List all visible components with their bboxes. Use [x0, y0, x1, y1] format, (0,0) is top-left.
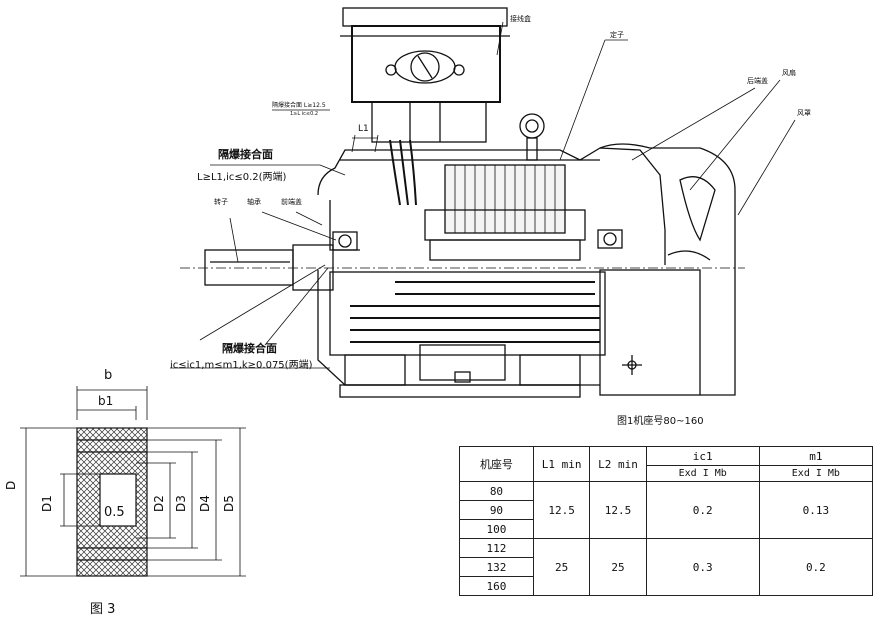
label-fan-cover: 风罩 — [797, 109, 811, 117]
frame-cell: 90 — [459, 500, 534, 520]
label-L1: L1 — [358, 124, 369, 134]
fan-cover-shape — [599, 143, 736, 396]
label-flamepath-title-2: 隔爆接合面 — [222, 342, 277, 355]
subheader-m1: Exd I Mb — [758, 465, 874, 482]
header-L2: L2 min — [589, 446, 647, 482]
L1-cell: 12.5 — [532, 481, 591, 539]
frame-cell: 80 — [459, 481, 534, 501]
label-fig1-caption: 图1机座号80~160 — [617, 416, 704, 427]
ic1-cell: 0.3 — [645, 538, 760, 596]
leader-lines — [170, 21, 796, 369]
label-front-end-cover: 前端盖 — [281, 198, 302, 206]
frame-lower-shape — [317, 269, 701, 398]
label-flamepath-top-2: 1≥L ic≤0.2 — [290, 111, 319, 117]
dim-D2: D2 — [152, 495, 166, 512]
header-frame: 机座号 — [459, 446, 534, 482]
label-rear-end-cover: 后端盖 — [747, 77, 768, 85]
header-L1: L1 min — [532, 446, 591, 482]
subheader-ic1: Exd I Mb — [645, 465, 760, 482]
spec-table: 机座号 L1 min L2 min ic1 m1 Exd I Mb Exd I … — [459, 446, 874, 596]
L2-cell: 25 — [589, 538, 647, 596]
dim-b1: b1 — [98, 394, 114, 408]
label-flamepath-top-1: 隔爆接合面 L≥12.5 — [272, 102, 326, 109]
label-fig3-caption: 图 3 — [90, 602, 116, 617]
dim-05: 0.5 — [104, 505, 125, 520]
frame-cell: 132 — [459, 557, 534, 577]
frame-cell: 100 — [459, 519, 534, 539]
label-shaft: 转子 — [214, 198, 228, 206]
L1-cell: 25 — [532, 538, 591, 596]
shaft-shape — [204, 244, 334, 291]
dim-D3: D3 — [174, 495, 188, 512]
dim-b: b — [104, 368, 113, 383]
junction-box-shape — [340, 7, 510, 143]
dim-D5: D5 — [222, 495, 236, 512]
frame-shape — [317, 113, 666, 265]
dim-D: D — [4, 480, 18, 490]
dim-D1: D1 — [40, 495, 54, 512]
label-flamepath-title-1: 隔爆接合面 — [218, 148, 273, 161]
fig3-section — [20, 386, 246, 577]
frame-cell: 112 — [459, 538, 534, 558]
L2-cell: 12.5 — [589, 481, 647, 539]
label-bearing: 轴承 — [247, 198, 261, 206]
label-stator: 定子 — [610, 31, 624, 39]
m1-cell: 0.2 — [758, 538, 874, 596]
m1-cell: 0.13 — [758, 481, 874, 539]
dim-D4: D4 — [198, 495, 212, 512]
frame-cell: 160 — [459, 576, 534, 596]
header-ic1: ic1 — [645, 446, 760, 466]
label-junction-box: 接线盒 — [510, 15, 531, 23]
header-m1: m1 — [758, 446, 874, 466]
label-flamepath-cond-1: L≥L1,ic≤0.2(两端) — [197, 172, 287, 183]
label-fan: 风扇 — [782, 69, 796, 77]
label-flamepath-cond-2: ic≤ic1,m≤m1,k≥0.075(两端) — [170, 360, 313, 371]
ic1-cell: 0.2 — [645, 481, 760, 539]
